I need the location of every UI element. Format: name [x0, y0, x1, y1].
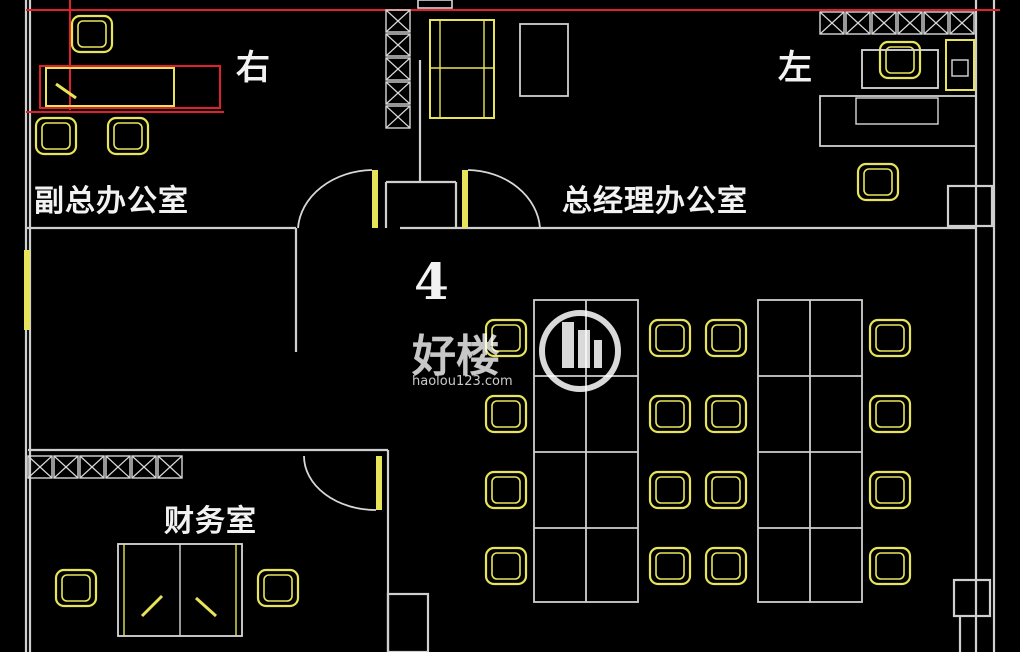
gm-office-furniture: [819, 11, 977, 202]
label-finance-room: 财务室: [164, 504, 257, 539]
walls: [24, 0, 996, 652]
label-room-number: 4: [414, 252, 450, 311]
label-right: 右: [236, 48, 271, 88]
watermark-site: haolou123.com: [412, 374, 513, 389]
label-left: 左: [778, 48, 813, 88]
watermark-logo-icon: [539, 310, 621, 392]
doors: [297, 169, 541, 511]
red-highlight-lines: [26, 0, 1000, 113]
label-gm-office: 总经理办公室: [562, 184, 748, 219]
finance-room-furniture: [27, 455, 300, 637]
watermark-brand: 好楼: [412, 331, 500, 382]
top-center-furniture: [385, 0, 569, 129]
deputy-office-furniture: [34, 14, 175, 156]
label-deputy-office: 副总办公室: [34, 184, 189, 219]
wall-marker: [24, 250, 30, 330]
